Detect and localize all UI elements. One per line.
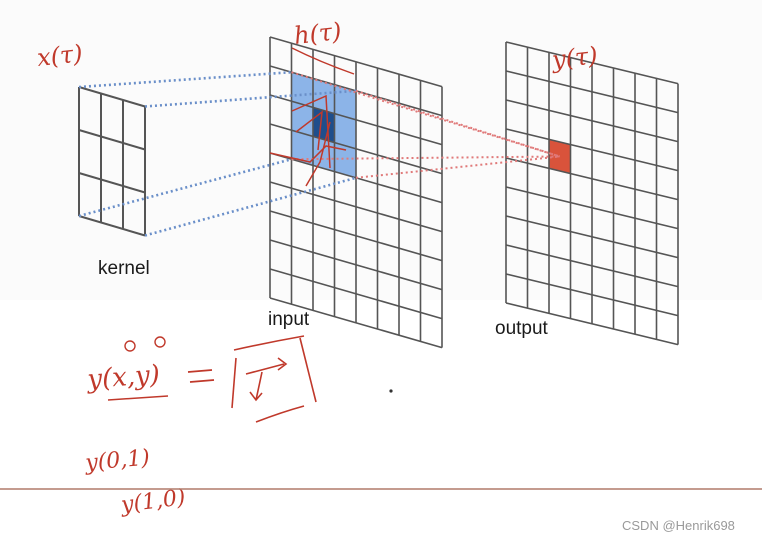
receptive-field-strokes xyxy=(269,94,347,187)
grid-row-line xyxy=(505,302,679,346)
input-center-cell xyxy=(313,107,335,143)
output-projection-line xyxy=(355,89,561,158)
grid-row-line xyxy=(78,215,146,237)
grid-row-line xyxy=(269,210,443,262)
grid-row-line xyxy=(505,244,679,288)
grid-row-line xyxy=(505,186,679,230)
grid-row-line xyxy=(78,129,146,151)
grid-row-line xyxy=(505,128,679,172)
kernel-label: kernel xyxy=(98,258,150,279)
kernel-grid xyxy=(78,86,146,237)
grid-row-line xyxy=(505,70,679,114)
grid-row-line xyxy=(269,36,443,88)
grid-row-line xyxy=(269,268,443,320)
origin-mark-right xyxy=(154,336,166,348)
output-projection-lines xyxy=(291,71,561,179)
kernel-projection-line xyxy=(78,157,292,218)
output-projection-line xyxy=(291,71,561,158)
origin-mark-left xyxy=(124,340,136,352)
input-grid xyxy=(269,36,443,349)
output-projection-line xyxy=(355,155,560,179)
grid-row-line xyxy=(505,41,679,85)
kernel-projection-lines xyxy=(78,70,357,237)
input-label: input xyxy=(268,309,310,330)
watermark: CSDN @Henrik698 xyxy=(622,518,735,533)
h-tau-underline-stroke xyxy=(291,47,355,75)
background-band xyxy=(0,0,762,300)
stray-dot xyxy=(389,389,393,393)
grid-row-line xyxy=(269,123,443,175)
y-10-annotation: y(1,0) xyxy=(119,485,187,518)
grid-row-line xyxy=(505,215,679,259)
kernel-projection-line xyxy=(144,176,357,237)
grid-row-line xyxy=(269,181,443,233)
y-01-annotation: y(0,1) xyxy=(83,445,151,476)
h-tau-annotation: h(τ) xyxy=(293,17,343,50)
y-tau-annotation: y(τ) xyxy=(550,41,599,74)
output-label: output xyxy=(495,318,549,339)
flip-box-sketch xyxy=(231,335,317,423)
equals-sign xyxy=(187,369,215,383)
x-tau-annotation: x(τ) xyxy=(36,39,84,72)
grid-row-line xyxy=(269,297,443,349)
kernel-projection-line xyxy=(78,70,292,89)
kernel-projection-line xyxy=(144,89,357,108)
grid-row-line xyxy=(78,172,146,194)
grid-row-line xyxy=(505,99,679,143)
output-grid xyxy=(505,41,679,346)
grid-row-line xyxy=(505,273,679,317)
grid-row-line xyxy=(505,157,679,201)
formula-underline xyxy=(107,395,169,401)
grid-row-line xyxy=(269,94,443,146)
y-xy-annotation: y(x,y) xyxy=(85,360,161,395)
grid-row-line xyxy=(78,86,146,108)
grid-row-line xyxy=(269,239,443,291)
